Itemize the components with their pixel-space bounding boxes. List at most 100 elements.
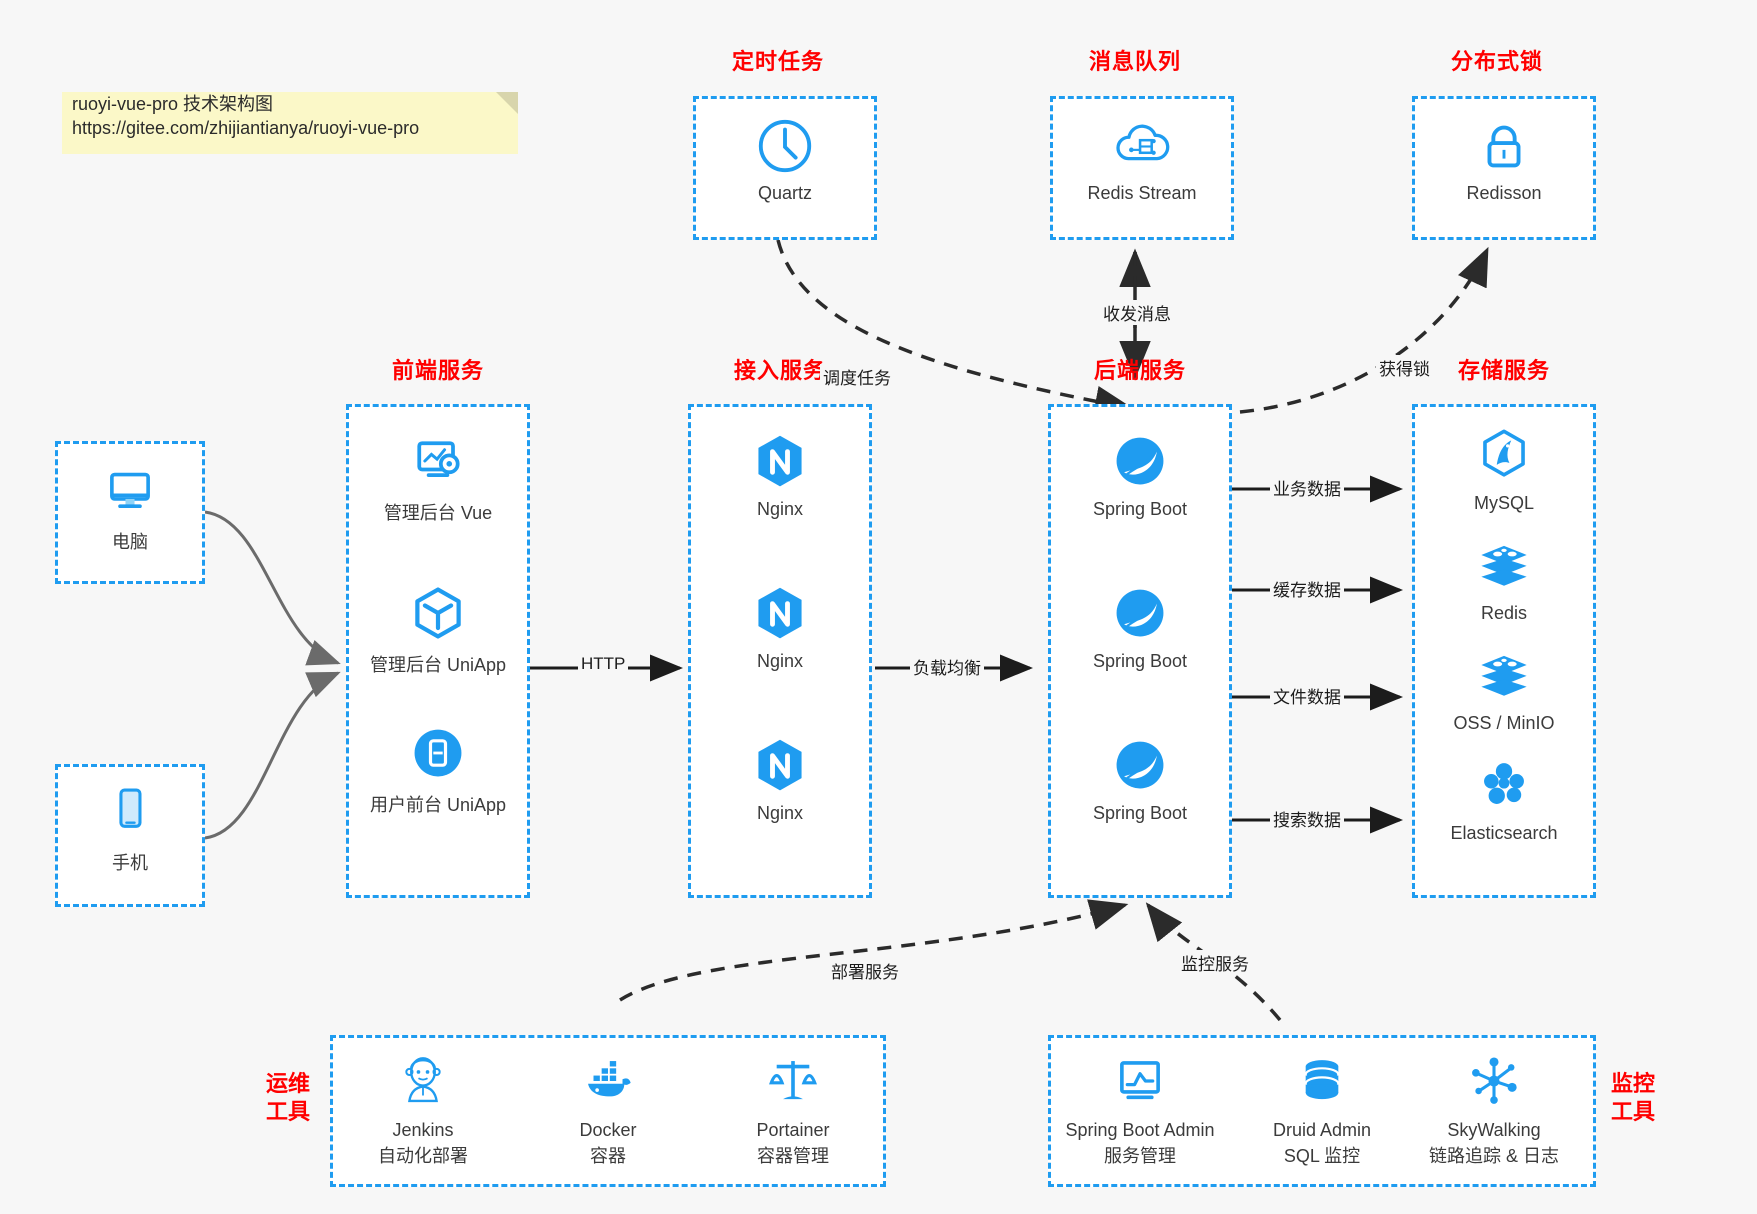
nginx-icon	[691, 735, 869, 797]
mobile-circle-icon	[349, 723, 527, 785]
docker-icon	[333, 1052, 883, 1114]
smartphone-icon	[58, 781, 202, 843]
node-springboot-2[interactable]: Spring Boot	[1051, 583, 1229, 672]
node-sublabel: SQL 监控	[1283, 1146, 1361, 1166]
node-label: Jenkins	[392, 1120, 454, 1140]
node-nginx-2[interactable]: Nginx	[691, 583, 869, 672]
nginx-icon	[691, 431, 869, 493]
node-label: Quartz	[757, 183, 813, 203]
edge-label-deploy: 部署服务	[828, 958, 902, 983]
node-mobile[interactable]: 手机	[58, 781, 202, 875]
node-label: Portainer	[756, 1120, 830, 1140]
node-elasticsearch[interactable]: Elasticsearch	[1415, 755, 1593, 844]
node-oss-minio[interactable]: OSS / MinIO	[1415, 645, 1593, 734]
node-sublabel: 容器管理	[757, 1146, 829, 1166]
spring-boot-icon	[1051, 431, 1229, 493]
group-box-frontend: 管理后台 Vue 管理后台 UniApp 用户前台 UniApp	[346, 404, 530, 898]
node-portainer[interactable]: Portainer 容器管理	[518, 1052, 1068, 1168]
node-redis[interactable]: Redis	[1415, 535, 1593, 624]
node-label: Spring Boot Admin	[1065, 1120, 1215, 1140]
group-title-mq: 消息队列	[1088, 49, 1181, 74]
group-title-storage: 存储服务	[1457, 358, 1550, 383]
node-label: SkyWalking	[1447, 1120, 1541, 1140]
clock-icon	[696, 115, 874, 177]
oss-minio-icon	[1415, 645, 1593, 707]
edge-label-loadbalance: 负载均衡	[910, 654, 984, 679]
group-title-lock: 分布式锁	[1450, 49, 1543, 74]
group-box-scheduler: Quartz	[693, 96, 877, 240]
node-label: OSS / MinIO	[1453, 713, 1555, 733]
node-label: Redis Stream	[1087, 183, 1197, 203]
edge-label-acquire-lock: 获得锁	[1376, 355, 1433, 380]
jenkins-icon	[148, 1052, 698, 1114]
group-title-scheduler: 定时任务	[731, 49, 824, 74]
group-box-storage: MySQL Redis	[1412, 404, 1596, 898]
node-label: Redisson	[1466, 183, 1542, 203]
node-sublabel: 自动化部署	[378, 1146, 468, 1166]
node-admin-uniapp[interactable]: 管理后台 UniApp	[349, 583, 527, 677]
nginx-icon	[691, 583, 869, 645]
hexagon-cube-icon	[349, 583, 527, 645]
node-pc[interactable]: 电脑	[58, 460, 202, 554]
node-admin-vue[interactable]: 管理后台 Vue	[349, 431, 527, 525]
elasticsearch-icon	[1415, 755, 1593, 817]
node-spring-boot-admin[interactable]: Spring Boot Admin 服务管理	[869, 1052, 1411, 1168]
node-user-uniapp[interactable]: 用户前台 UniApp	[349, 723, 527, 817]
node-label: Redis	[1480, 603, 1528, 623]
node-redis-stream[interactable]: Redis Stream	[1053, 115, 1231, 204]
edge-label-schedule: 调度任务	[820, 364, 894, 389]
node-druid-admin[interactable]: Druid Admin SQL 监控	[1051, 1052, 1593, 1168]
cloud-stream-icon	[1053, 115, 1231, 177]
group-title-devops-line2: 工具	[265, 1099, 310, 1124]
group-title-monitoring: 监控 工具	[1603, 1070, 1663, 1126]
group-title-backend: 后端服务	[1093, 358, 1186, 383]
node-jenkins[interactable]: Jenkins 自动化部署	[148, 1052, 698, 1168]
edge-label-messaging: 收发消息	[1100, 300, 1174, 325]
node-quartz[interactable]: Quartz	[696, 115, 874, 204]
group-box-backend: Spring Boot Spring Boot Spring Boot	[1048, 404, 1232, 898]
monitor-icon	[58, 460, 202, 522]
spring-boot-icon	[1051, 583, 1229, 645]
node-label: 管理后台 Vue	[383, 503, 493, 523]
dashboard-gear-icon	[349, 431, 527, 493]
group-box-client-mobile: 手机	[55, 764, 205, 907]
node-docker[interactable]: Docker 容器	[333, 1052, 883, 1168]
skywalking-icon	[1223, 1052, 1757, 1114]
edge-label-http: HTTP	[578, 654, 629, 674]
chart-monitor-icon	[869, 1052, 1411, 1114]
node-mysql[interactable]: MySQL	[1415, 425, 1593, 514]
node-label: 手机	[112, 853, 148, 873]
edge-label-cache-data: 缓存数据	[1270, 576, 1344, 601]
group-title-devops: 运维 工具	[258, 1070, 318, 1126]
mysql-icon	[1415, 425, 1593, 487]
group-title-devops-line1: 运维	[265, 1071, 310, 1096]
node-redisson[interactable]: Redisson	[1415, 115, 1593, 204]
edge-label-file-data: 文件数据	[1270, 683, 1344, 708]
portainer-icon	[518, 1052, 1068, 1114]
padlock-icon	[1415, 115, 1593, 177]
node-springboot-3[interactable]: Spring Boot	[1051, 735, 1229, 824]
node-springboot-1[interactable]: Spring Boot	[1051, 431, 1229, 520]
node-label: Druid Admin	[1272, 1120, 1372, 1140]
node-nginx-3[interactable]: Nginx	[691, 735, 869, 824]
node-label: 电脑	[112, 532, 148, 552]
database-icon	[1051, 1052, 1593, 1114]
node-label: Docker	[579, 1120, 637, 1140]
redis-icon	[1415, 535, 1593, 597]
group-box-lock: Redisson	[1412, 96, 1596, 240]
group-title-frontend: 前端服务	[391, 358, 484, 383]
node-label: Spring Boot	[1092, 499, 1188, 519]
node-label: Spring Boot	[1092, 803, 1188, 823]
node-label: MySQL	[1473, 493, 1534, 513]
edge-label-search-data: 搜索数据	[1270, 806, 1344, 831]
node-label: Elasticsearch	[1450, 823, 1558, 843]
sticky-note-title: ruoyi-vue-pro 技术架构图	[72, 94, 274, 114]
node-skywalking[interactable]: SkyWalking 链路追踪 & 日志	[1223, 1052, 1757, 1168]
group-title-monitoring-line1: 监控	[1610, 1071, 1655, 1096]
node-label: Nginx	[756, 651, 804, 671]
node-label: 用户前台 UniApp	[369, 795, 507, 815]
group-box-monitoring: Spring Boot Admin 服务管理 Druid Admin SQL 监…	[1048, 1035, 1596, 1187]
node-nginx-1[interactable]: Nginx	[691, 431, 869, 520]
node-label: 管理后台 UniApp	[369, 655, 507, 675]
group-box-client-pc: 电脑	[55, 441, 205, 584]
